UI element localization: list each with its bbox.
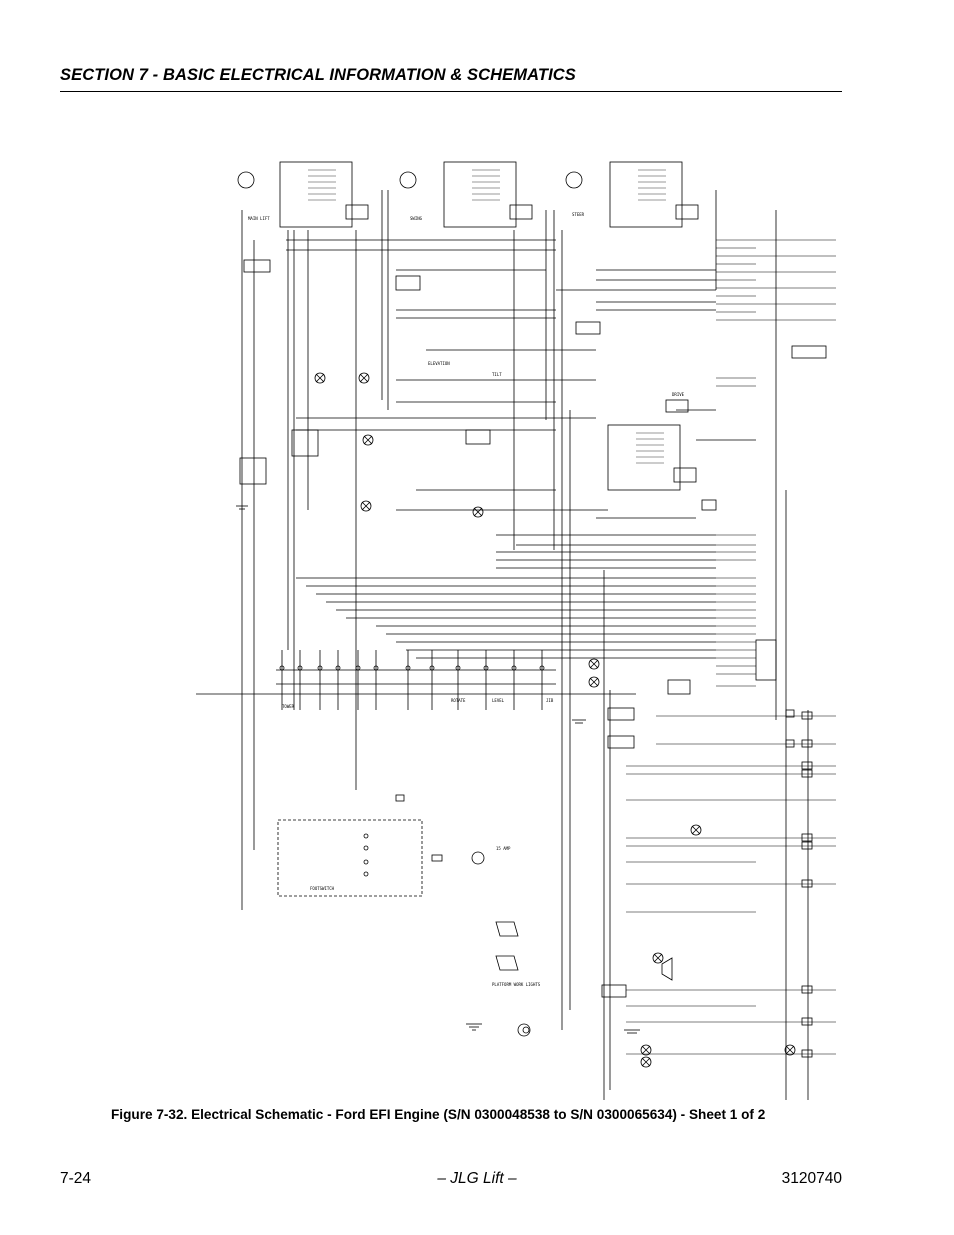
svg-text:ROTATE: ROTATE bbox=[451, 698, 466, 703]
svg-text:TILT: TILT bbox=[492, 372, 502, 377]
svg-text:PLATFORM WORK LIGHTS: PLATFORM WORK LIGHTS bbox=[492, 982, 541, 987]
svg-text:ELEVATION: ELEVATION bbox=[428, 361, 450, 366]
footer-brand: – JLG Lift – bbox=[437, 1170, 517, 1187]
header-divider bbox=[60, 91, 842, 92]
electrical-schematic: MAIN LIFT SWING STEER ELEVATION TILT DRI… bbox=[196, 161, 836, 1100]
svg-text:LEVEL: LEVEL bbox=[492, 698, 505, 703]
section-title: SECTION 7 - BASIC ELECTRICAL INFORMATION… bbox=[60, 66, 576, 84]
svg-text:TOWER: TOWER bbox=[282, 704, 295, 709]
figure-caption: Figure 7-32. Electrical Schematic - Ford… bbox=[111, 1107, 766, 1122]
document-number: 3120740 bbox=[781, 1170, 842, 1187]
svg-text:15 AMP: 15 AMP bbox=[496, 846, 511, 851]
svg-text:SWING: SWING bbox=[410, 216, 423, 221]
svg-text:JIB: JIB bbox=[546, 698, 554, 703]
svg-text:STEER: STEER bbox=[572, 212, 585, 217]
svg-text:FOOTSWITCH: FOOTSWITCH bbox=[310, 886, 335, 891]
svg-text:MAIN LIFT: MAIN LIFT bbox=[248, 216, 270, 221]
svg-text:DRIVE: DRIVE bbox=[672, 392, 685, 397]
page-number: 7-24 bbox=[60, 1170, 92, 1187]
